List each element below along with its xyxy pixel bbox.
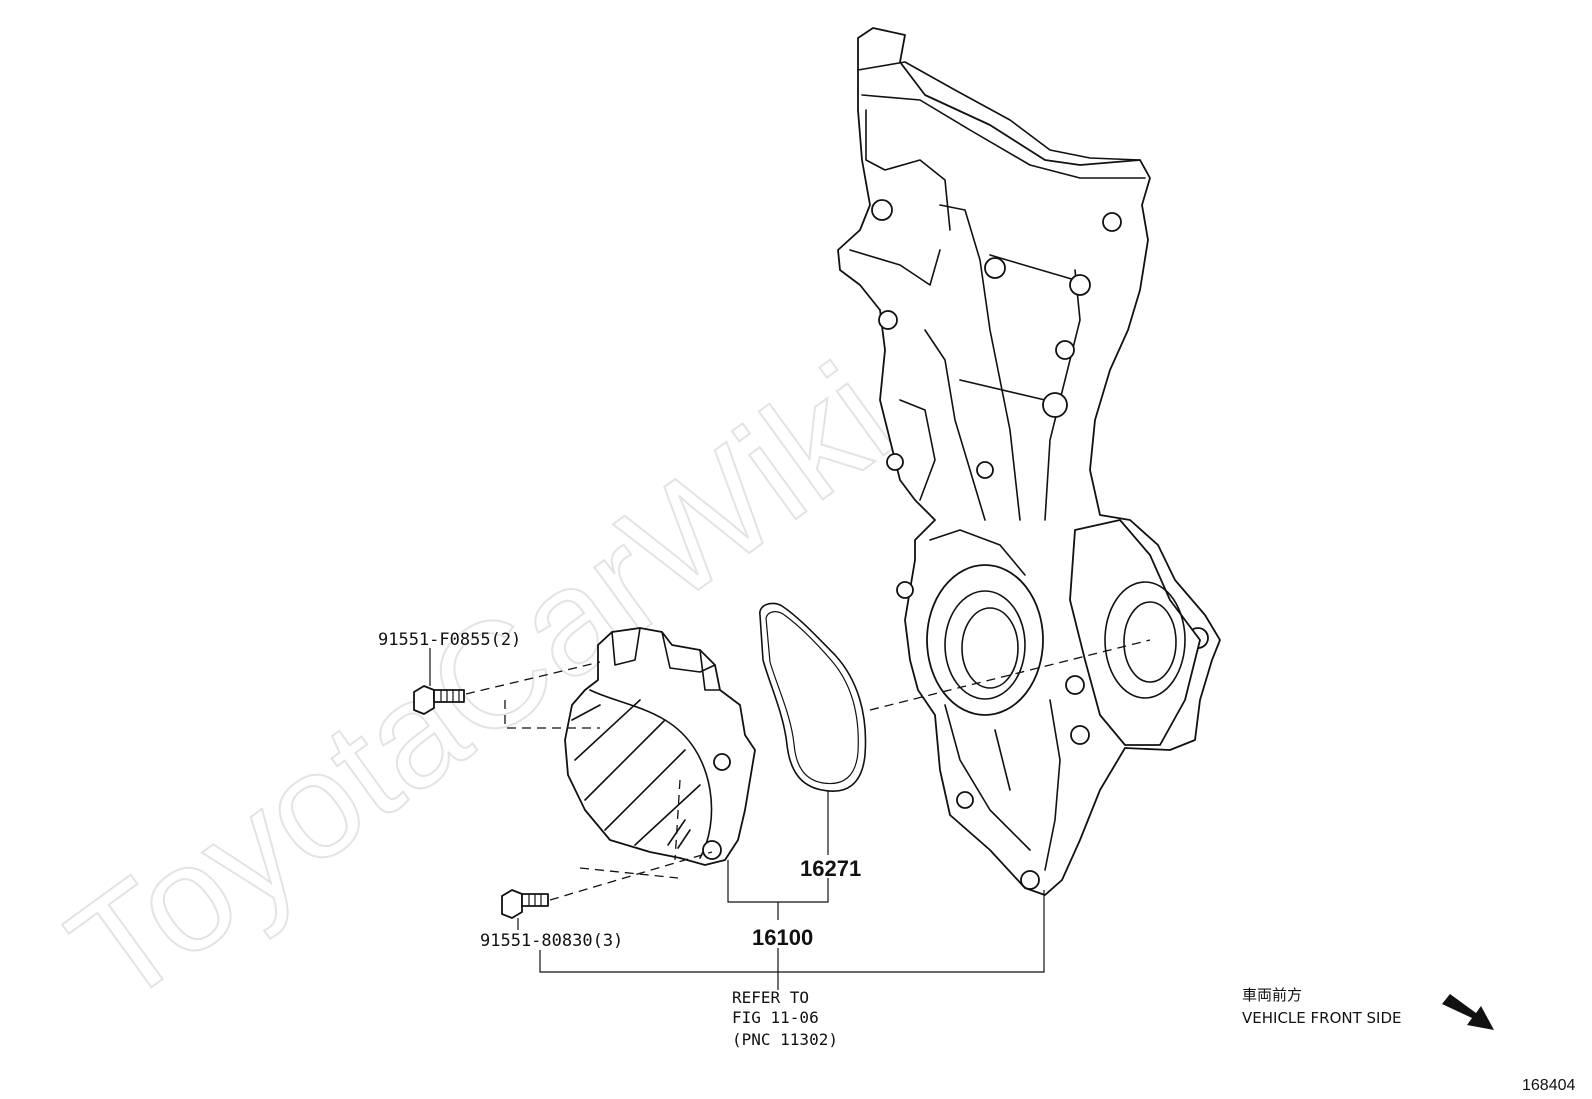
figure-id: 168404 (1522, 1077, 1575, 1094)
leader-lines (429, 648, 1045, 990)
pump-part-number: 16100 (752, 925, 813, 950)
direction-english: VEHICLE FRONT SIDE (1242, 1009, 1402, 1027)
gasket-16271 (759, 602, 867, 792)
bolt-upper-part-number: 91551-F0855(2) (378, 630, 521, 650)
reference-line-3: (PNC 11302) (732, 1030, 838, 1049)
bolt-upper (413, 685, 465, 715)
reference-line-1: REFER TO (732, 988, 809, 1007)
vacuum-pump-16100 (564, 627, 756, 866)
reference-line-2: FIG 11-06 (732, 1008, 819, 1027)
bolt-lower (501, 889, 549, 919)
gasket-part-number: 16271 (800, 856, 861, 881)
alignment-lines (465, 639, 1151, 901)
direction-japanese: 車両前方 (1242, 986, 1302, 1004)
timing-chain-cover (837, 27, 1221, 896)
bolt-lower-part-number: 91551-80830(3) (480, 931, 623, 951)
vehicle-front-arrow-icon (1442, 994, 1494, 1030)
